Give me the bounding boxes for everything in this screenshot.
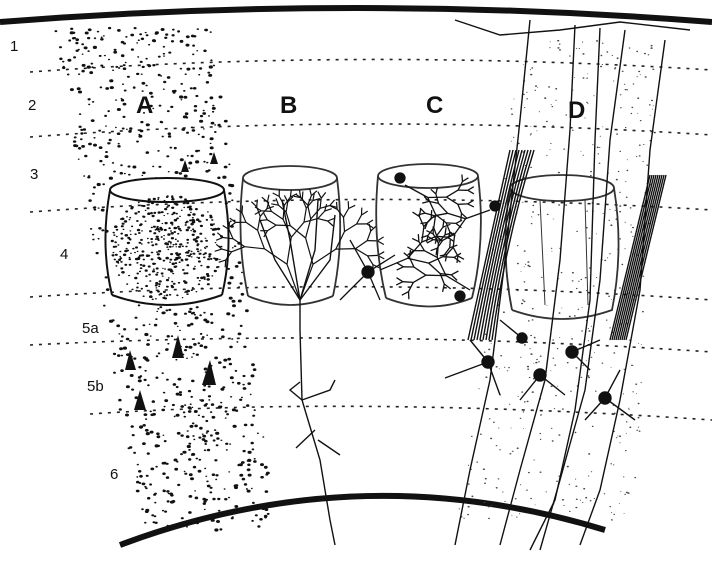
column-a-cell-bodies [55,27,270,532]
layer-label-3: 3 [30,166,38,183]
barrel-c-axon-arbors [380,175,490,300]
layer-label-4: 4 [60,246,68,263]
barrel-a-dense-cells [111,195,223,300]
white-matter-boundary [120,496,605,545]
column-label-d: D [568,97,585,125]
column-label-c: C [426,92,443,120]
column-d-pyramidal-neurons [445,320,635,420]
barrel-d [505,175,618,319]
layer-label-5a: 5a [82,320,99,337]
column-label-a: A [136,92,153,120]
layer-label-6: 6 [110,466,118,483]
layer-label-1: 1 [10,38,18,55]
layer-label-2: 2 [28,97,36,114]
layer-label-5b: 5b [87,378,104,395]
column-label-b: B [280,92,297,120]
barrel-b-neuron [260,200,340,545]
pial-surface-line [0,8,712,22]
